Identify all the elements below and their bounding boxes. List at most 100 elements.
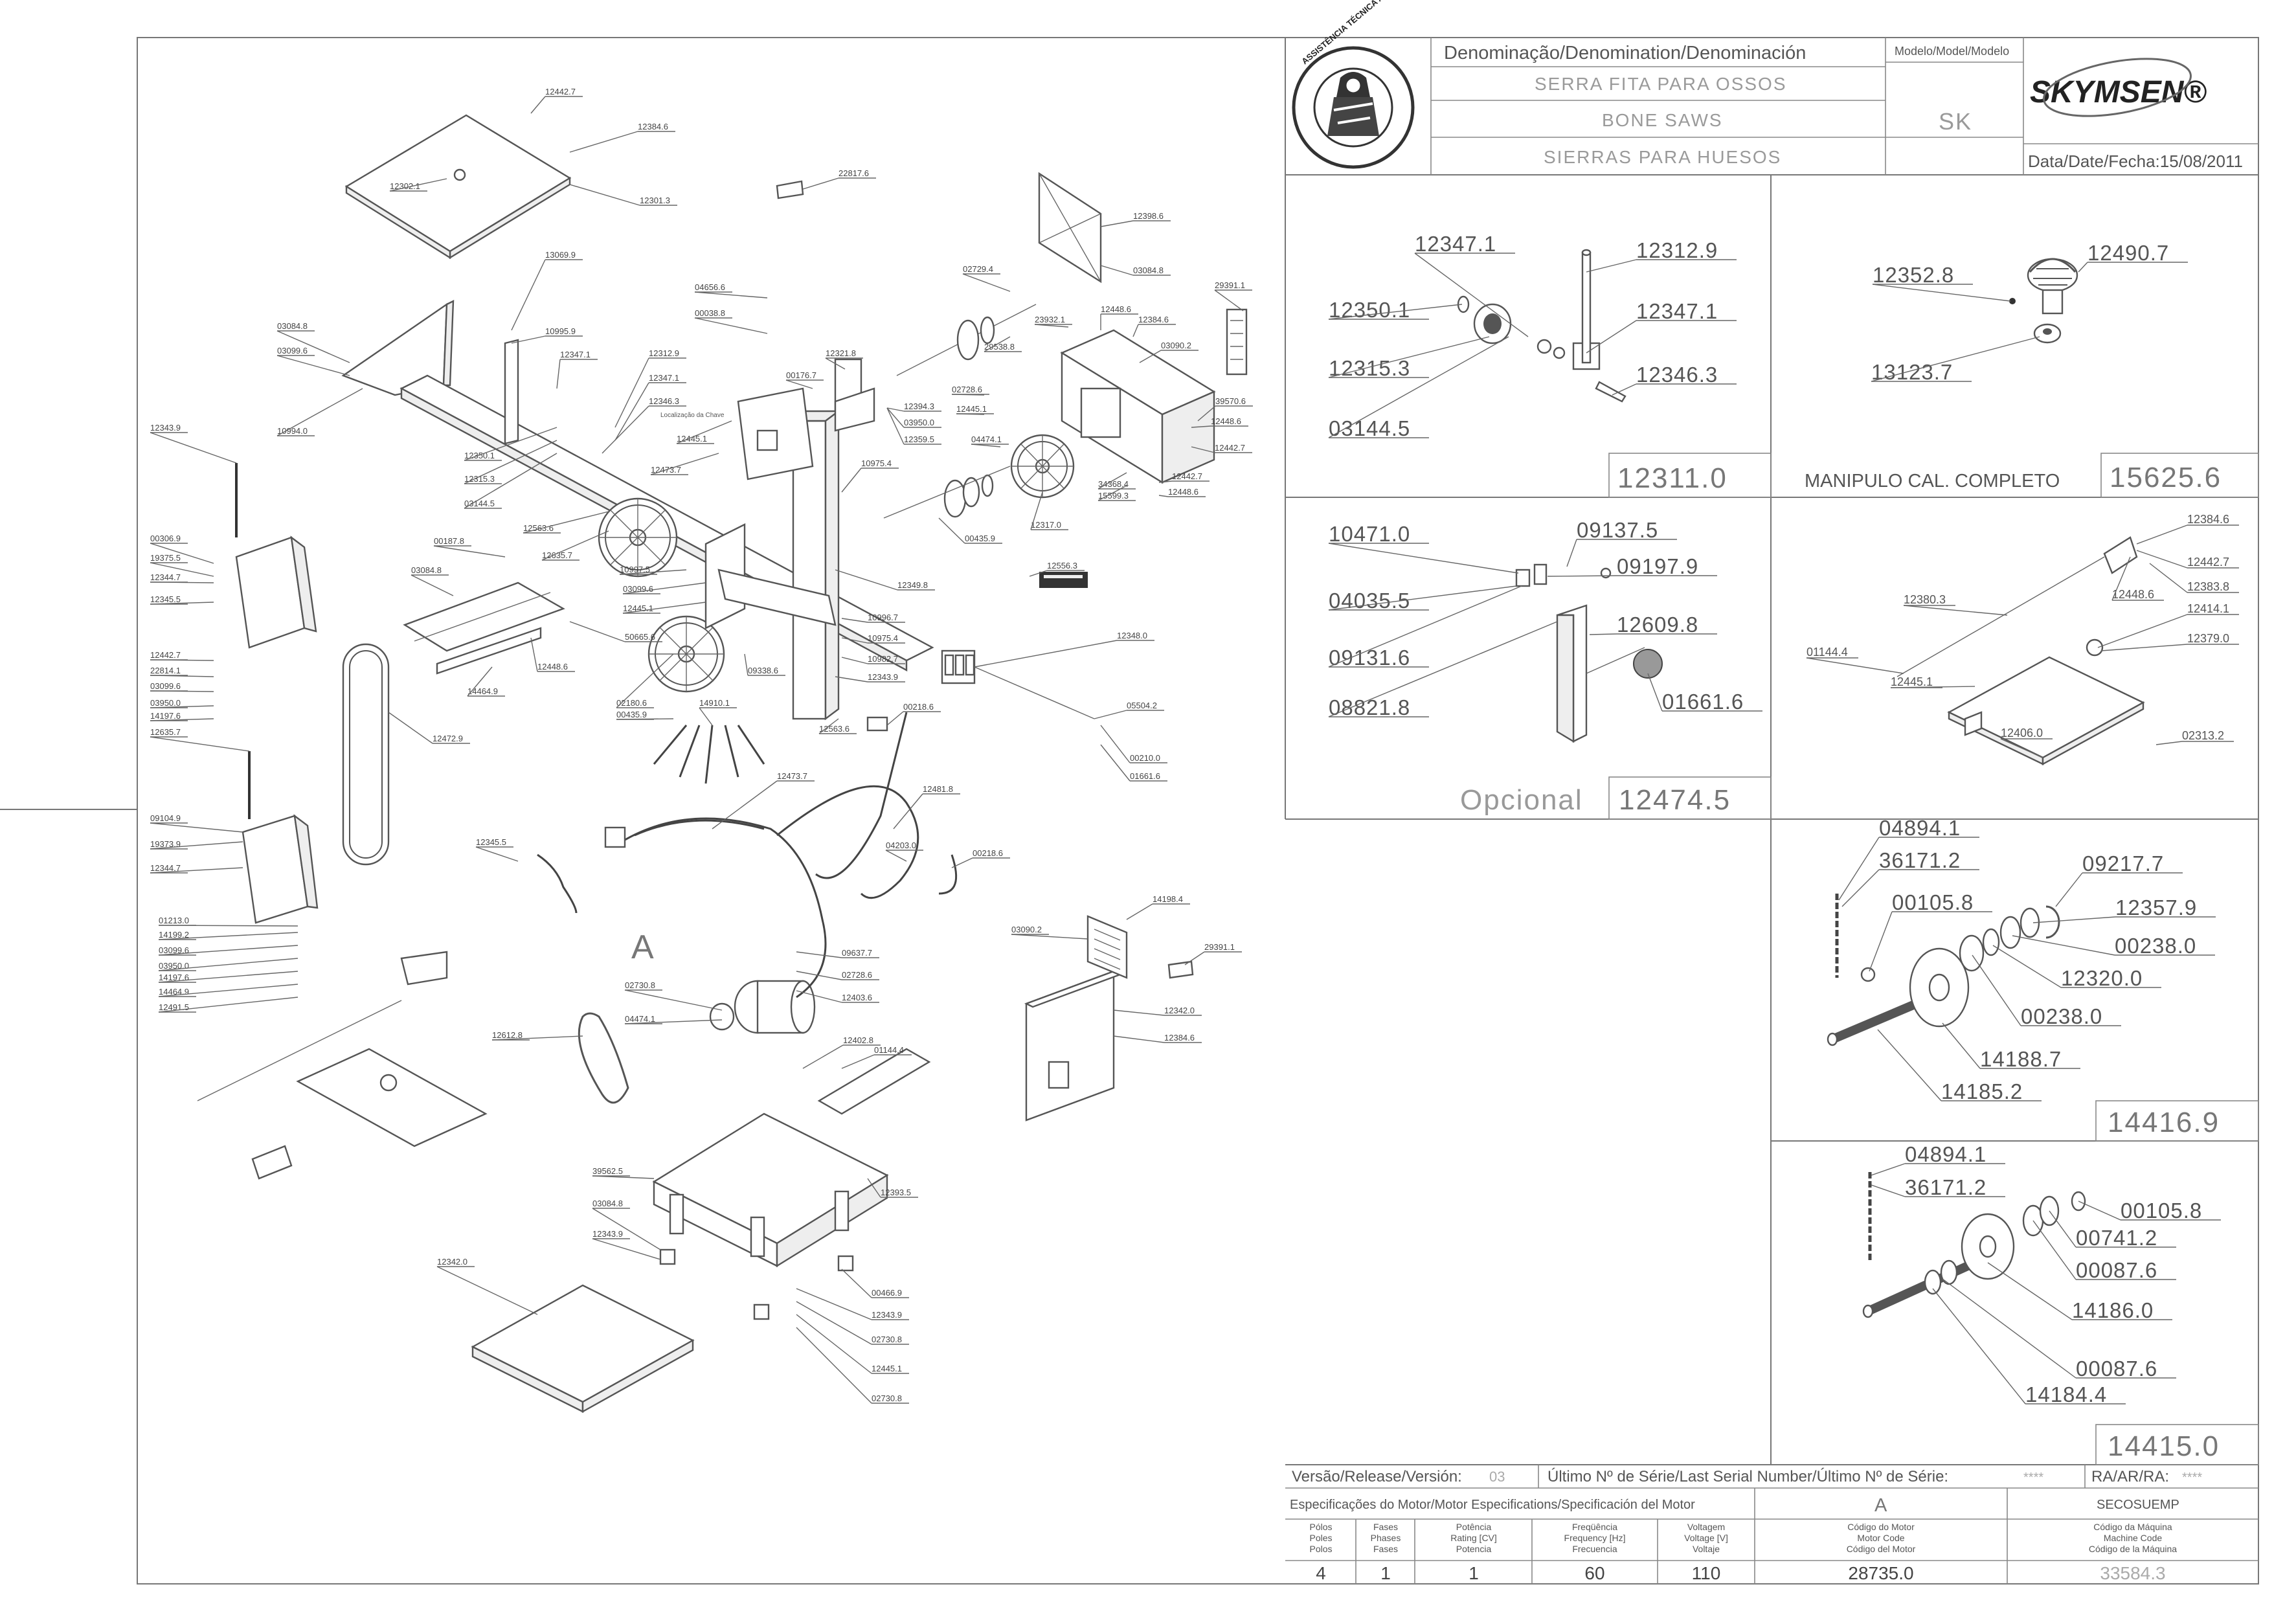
callout-12321-8: 12321.8 bbox=[826, 348, 856, 358]
callout-04474-1: 04474.1 bbox=[625, 1014, 655, 1024]
callout-12348-0-leader bbox=[974, 640, 1118, 668]
callout-00218-6: 00218.6 bbox=[973, 848, 1003, 858]
detail-14416-callout-00105-8: 00105.8 bbox=[1892, 890, 1974, 914]
detail-14415-callout-00105-8: 00105.8 bbox=[2121, 1199, 2202, 1223]
detail-12311-callout-12312-9-leader bbox=[1586, 259, 1637, 273]
callout-03084-8-leader bbox=[411, 574, 454, 596]
detail-12311-callout-12347-1-leader bbox=[1414, 253, 1529, 337]
callout-14910-1: 14910.1 bbox=[699, 698, 730, 708]
callout-12343-9-leader bbox=[150, 432, 237, 464]
callout-02729-4: 02729.4 bbox=[963, 264, 993, 274]
callout-34368-4: 34368.4 bbox=[1098, 479, 1129, 489]
callout-03084-8-leader bbox=[592, 1208, 661, 1250]
callout-12315-3: 12315.3 bbox=[464, 474, 495, 484]
callout-12312-9: 12312.9 bbox=[649, 348, 679, 358]
spec-header-6-l2: Machine Code bbox=[2104, 1533, 2162, 1543]
callout-12347-1-leader bbox=[614, 382, 649, 441]
callout-12563-6-leader bbox=[523, 511, 609, 534]
detail-12311-callout-12315-3-leader bbox=[1328, 336, 1490, 378]
callout-12445-1-leader bbox=[622, 602, 706, 614]
callout-12402-8: 12402.8 bbox=[843, 1035, 873, 1045]
callout-12344-7-leader bbox=[150, 581, 214, 583]
callout-03084-8: 03084.8 bbox=[411, 565, 442, 575]
ra-label: RA/AR/RA: bbox=[2091, 1468, 2169, 1485]
callout-00187-8-leader bbox=[433, 545, 506, 558]
spec-header-6-l3: Código de la Máquina bbox=[2089, 1544, 2177, 1554]
spec-header-0-l3: Polos bbox=[1309, 1544, 1332, 1554]
detail-15625-callout-13123-7: 13123.7 bbox=[1871, 360, 1953, 384]
callout-00176-7: 00176.7 bbox=[786, 370, 816, 380]
callout-12343-9-leader bbox=[796, 1288, 872, 1320]
denomination-label: Denominação/Denomination/Denominación bbox=[1444, 43, 1806, 63]
motor-spec-table: PólosPolesPolos4FasesPhasesFases1Potênci… bbox=[1309, 1522, 2177, 1583]
callout-12342-0-leader bbox=[1113, 1009, 1165, 1016]
detail-15625-code: 15625.6 bbox=[2110, 462, 2222, 493]
detail-14416-callout-12357-9: 12357.9 bbox=[2115, 896, 2197, 919]
detail-table-callout-12414-1-leader bbox=[2097, 614, 2188, 648]
callout-03099-6-leader bbox=[622, 582, 706, 594]
callout-03099-6: 03099.6 bbox=[623, 584, 653, 594]
detail-12311-callout-03144-5-leader bbox=[1328, 336, 1509, 438]
callout-04203-0-leader bbox=[885, 850, 907, 862]
callout-03090-2-leader bbox=[1011, 934, 1088, 940]
callout-12393-5: 12393.5 bbox=[881, 1188, 911, 1197]
spec-header-4-l3: Voltaje bbox=[1693, 1544, 1720, 1554]
spec-value-5: 28735.0 bbox=[1848, 1563, 1913, 1583]
callout-29538-8-leader bbox=[984, 336, 1011, 352]
callout-00466-9: 00466.9 bbox=[872, 1288, 902, 1298]
detail-table-callout-02313-2: 02313.2 bbox=[2182, 729, 2224, 742]
detail-12474-callout-12609-8-leader bbox=[1589, 633, 1617, 635]
callout-13069-9: 13069.9 bbox=[545, 250, 576, 260]
detail-12311-callout-03144-5: 03144.5 bbox=[1329, 416, 1410, 440]
detail-14415-code: 14415.0 bbox=[2108, 1430, 2220, 1462]
detail-table-callout-12442-7: 12442.7 bbox=[2187, 556, 2229, 569]
callout-19373-9-leader bbox=[150, 841, 243, 850]
callout-12349-8: 12349.8 bbox=[897, 580, 928, 590]
detail-12474-callout-01661-6: 01661.6 bbox=[1662, 690, 1744, 714]
spec-value-2: 1 bbox=[1469, 1563, 1479, 1583]
callout-12345-5: 12345.5 bbox=[476, 837, 506, 847]
callout-12563-6: 12563.6 bbox=[523, 523, 554, 533]
callout-50665-6: 50665.6 bbox=[625, 632, 655, 642]
detail-15625-callout-12490-7: 12490.7 bbox=[2088, 241, 2169, 265]
callout-19375-5: 19375.5 bbox=[150, 553, 181, 563]
callout-03084-8-leader bbox=[1100, 265, 1134, 276]
detail-table-callout-12383-8-leader bbox=[2149, 563, 2188, 593]
callout-39570-6: 39570.6 bbox=[1215, 396, 1246, 406]
detail-12474-geometry bbox=[1515, 563, 1663, 743]
callout-10995-9: 10995.9 bbox=[545, 326, 576, 336]
callout-09338-6: 09338.6 bbox=[748, 666, 778, 675]
switch-location-note: Localização da Chave bbox=[660, 412, 725, 419]
callout-10982-7-leader bbox=[841, 657, 868, 664]
detail-15625-title: MANIPULO CAL. COMPLETO bbox=[1805, 471, 2060, 491]
callout-04474-1-leader bbox=[971, 444, 1001, 447]
detail-12474-callout-09131-6-leader bbox=[1328, 585, 1522, 668]
callout-12442-7-leader bbox=[1158, 480, 1173, 483]
callout-12343-9: 12343.9 bbox=[150, 423, 181, 433]
callout-12350-1-leader bbox=[464, 427, 557, 461]
callout-03090-2-leader bbox=[1139, 350, 1162, 363]
callout-12345-5-leader bbox=[150, 602, 214, 605]
detail-table-callout-12383-8: 12383.8 bbox=[2187, 580, 2229, 593]
callout-12442-7: 12442.7 bbox=[1215, 443, 1245, 453]
callout-12445-1: 12445.1 bbox=[956, 404, 987, 414]
detail-table-callout-12445-1: 12445.1 bbox=[1891, 675, 1933, 688]
callout-12448-6-leader bbox=[530, 637, 538, 672]
detail-12474-label: Opcional bbox=[1460, 784, 1583, 816]
detail-12311-callout-12346-3-leader bbox=[1612, 383, 1637, 396]
callout-12403-6: 12403.6 bbox=[842, 993, 872, 1002]
callout-00435-9: 00435.9 bbox=[616, 710, 647, 719]
callout-12343-9: 12343.9 bbox=[868, 672, 898, 682]
detail-14415-geometry bbox=[1862, 1172, 2086, 1318]
callout-29391-1-leader bbox=[1214, 289, 1244, 311]
callout-12448-6: 12448.6 bbox=[537, 662, 568, 671]
callout-13069-9-leader bbox=[511, 259, 546, 331]
detail-14416-callout-12320-0: 12320.0 bbox=[2061, 966, 2143, 990]
callout-12445-1: 12445.1 bbox=[623, 603, 653, 613]
detail-12474-callout-09137-5: 09137.5 bbox=[1577, 518, 1658, 542]
callout-02730-8: 02730.8 bbox=[872, 1393, 902, 1403]
callout-12343-9: 12343.9 bbox=[592, 1229, 623, 1239]
callout-12442-7-leader bbox=[530, 96, 546, 114]
